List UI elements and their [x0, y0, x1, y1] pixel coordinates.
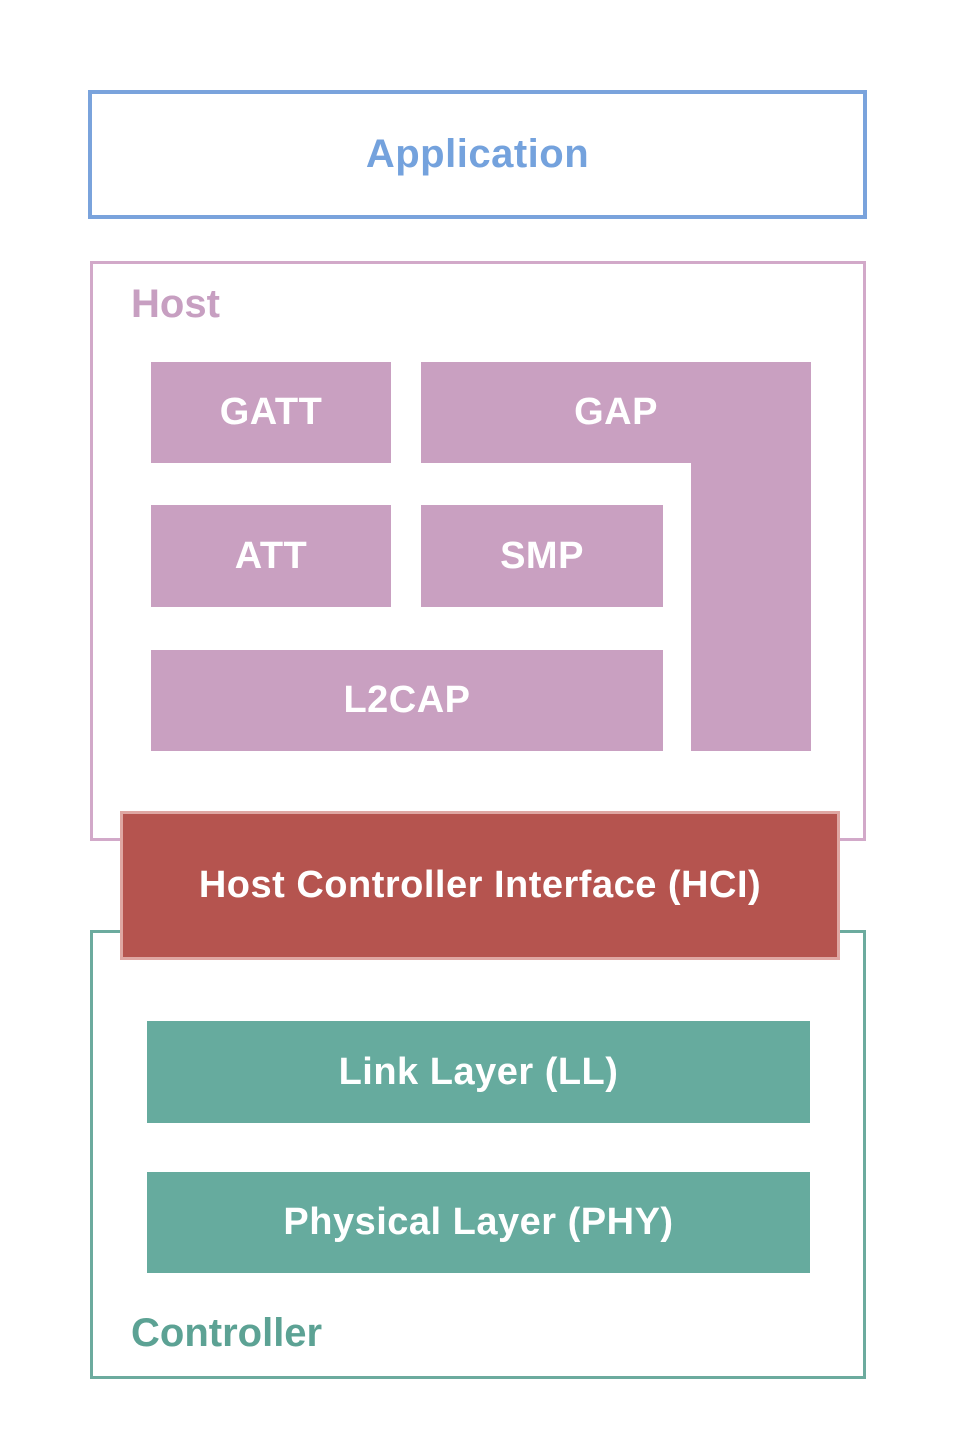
block-link-layer: Link Layer (LL)	[147, 1021, 810, 1123]
l2cap-label: L2CAP	[343, 679, 471, 721]
hci-label: Host Controller Interface (HCI)	[198, 864, 762, 906]
block-att: ATT	[151, 505, 391, 607]
application-label: Application	[365, 132, 590, 176]
gap-label: GAP	[574, 391, 658, 433]
controller-box	[90, 930, 866, 1379]
smp-label: SMP	[500, 534, 584, 577]
gatt-label: GATT	[219, 391, 323, 433]
hci-box: Host Controller Interface (HCI)	[120, 811, 840, 960]
physical-layer-label: Physical Layer (PHY)	[283, 1201, 674, 1243]
block-l2cap: L2CAP	[151, 650, 663, 751]
block-physical-layer: Physical Layer (PHY)	[147, 1172, 810, 1273]
link-layer-label: Link Layer (LL)	[338, 1050, 619, 1093]
controller-label: Controller	[131, 1311, 323, 1355]
block-smp: SMP	[421, 505, 663, 607]
host-label: Host	[131, 282, 220, 326]
block-gatt: GATT	[151, 362, 391, 463]
application-box: Application	[88, 90, 867, 219]
block-gap: GAP	[421, 362, 811, 463]
att-label: ATT	[234, 534, 308, 577]
gap-arm	[691, 463, 811, 751]
